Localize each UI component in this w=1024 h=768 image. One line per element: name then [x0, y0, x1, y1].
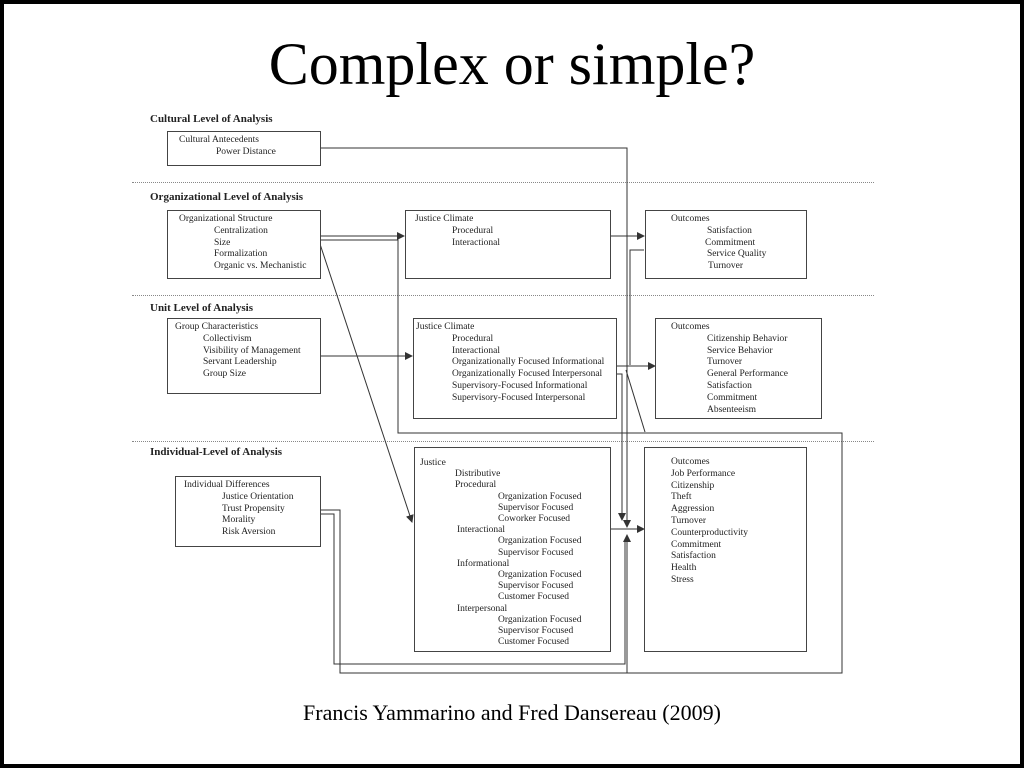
box-cultural-antecedents: Cultural Antecedents Power Distance — [167, 131, 321, 166]
box-item: Supervisory-Focused Informational — [452, 380, 588, 391]
box-item: Supervisory-Focused Interpersonal — [452, 392, 586, 403]
box-heading: Individual Differences — [184, 480, 270, 490]
box-item: Justice Orientation — [222, 491, 294, 502]
box-group-characteristics: Group Characteristics Collectivism Visib… — [167, 318, 321, 394]
box-item: Service Quality — [707, 249, 767, 260]
slide-title: Complex or simple? — [268, 31, 756, 97]
box-item: Informational — [457, 558, 510, 569]
arrow-structure-to-individual-justice — [319, 243, 414, 523]
box-individual-outcomes: Outcomes Job Performance Citizenship The… — [644, 447, 807, 652]
box-organizational-structure: Organizational Structure Centralization … — [167, 210, 321, 279]
box-org-justice-climate: Justice Climate Procedural Interactional — [405, 210, 611, 279]
box-subitem: Supervisor Focused — [498, 626, 574, 637]
box-item: Distributive — [455, 469, 501, 480]
arrow-unit-justice-down — [617, 373, 626, 521]
box-item: Stress — [671, 574, 694, 585]
box-item: Turnover — [671, 515, 707, 526]
box-item: Commitment — [707, 392, 758, 403]
box-item: Interactional — [452, 345, 501, 356]
arrow-unit-justice-diagonal — [625, 369, 646, 433]
level-title-individual: Individual-Level of Analysis — [150, 446, 283, 458]
box-item: Organizationally Focused Informational — [452, 357, 605, 368]
box-item: Group Size — [203, 369, 247, 380]
arrow-differences-loop — [320, 509, 627, 674]
box-unit-outcomes: Outcomes Citizenship Behavior Service Be… — [655, 318, 822, 419]
box-item: Job Performance — [671, 468, 736, 479]
box-item: Service Behavior — [707, 345, 773, 356]
box-item: Collectivism — [203, 333, 252, 344]
box-item: Turnover — [707, 357, 743, 368]
box-unit-justice-climate: Justice Climate Procedural Interactional… — [413, 318, 617, 419]
box-heading: Outcomes — [671, 214, 710, 224]
box-heading: Outcomes — [671, 457, 710, 467]
box-item: Satisfaction — [671, 551, 716, 562]
box-item: Health — [671, 563, 697, 574]
box-subitem: Organization Focused — [498, 614, 582, 625]
box-item: Citizenship — [671, 480, 715, 491]
box-subitem: Customer Focused — [498, 592, 569, 603]
box-subitem: Organization Focused — [498, 491, 582, 502]
box-heading: Organizational Structure — [179, 214, 273, 224]
box-item: Visibility of Management — [203, 345, 301, 356]
level-separator — [132, 295, 874, 296]
box-org-outcomes: Outcomes Satisfaction Commitment Service… — [645, 210, 807, 279]
level-separator — [132, 441, 874, 442]
box-item: Centralization — [214, 225, 268, 236]
box-individual-justice: Justice Distributive Procedural Organiza… — [414, 447, 611, 652]
box-heading: Justice Climate — [416, 322, 475, 332]
box-item: Citizenship Behavior — [707, 333, 788, 344]
box-item: Organizationally Focused Interpersonal — [452, 369, 603, 380]
box-item: Satisfaction — [707, 225, 752, 236]
box-heading: Outcomes — [671, 322, 710, 332]
box-item: Formalization — [214, 249, 268, 260]
box-item: Morality — [222, 515, 256, 526]
box-item: Absenteeism — [707, 404, 757, 415]
box-item: Risk Aversion — [222, 527, 276, 538]
box-item: Counterproductivity — [671, 527, 749, 538]
arrow-org-outcomes-down — [629, 249, 644, 365]
box-item: Interactional — [452, 237, 501, 248]
box-item: Power Distance — [216, 146, 276, 157]
box-item: Aggression — [671, 504, 715, 515]
box-item: Interpersonal — [457, 603, 508, 614]
box-item: General Performance — [707, 369, 788, 380]
box-item: Theft — [671, 492, 692, 503]
box-item: Procedural — [452, 333, 494, 344]
level-title-unit: Unit Level of Analysis — [150, 302, 253, 314]
box-subitem: Supervisor Focused — [498, 581, 574, 592]
box-item: Interactional — [457, 525, 506, 536]
box-item: Turnover — [708, 261, 744, 272]
box-heading: Cultural Antecedents — [179, 135, 259, 145]
box-subitem: Supervisor Focused — [498, 502, 574, 513]
box-subitem: Coworker Focused — [498, 514, 571, 525]
box-heading: Group Characteristics — [175, 322, 259, 332]
box-heading: Justice Climate — [415, 214, 474, 224]
box-item: Procedural — [452, 225, 494, 236]
box-subitem: Supervisor Focused — [498, 547, 574, 558]
level-title-organizational: Organizational Level of Analysis — [150, 191, 304, 203]
box-item: Servant Leadership — [203, 357, 277, 368]
box-item: Satisfaction — [707, 380, 752, 391]
box-item: Trust Propensity — [222, 503, 285, 514]
box-heading: Justice — [420, 458, 446, 468]
box-item: Organic vs. Mechanistic — [214, 261, 307, 272]
level-separator — [132, 182, 874, 183]
box-subitem: Organization Focused — [498, 536, 582, 547]
arrow-cultural-to-individual-outcomes — [320, 147, 631, 528]
box-item: Commitment — [705, 237, 756, 248]
box-item: Size — [214, 237, 231, 248]
box-subitem: Organization Focused — [498, 570, 582, 581]
box-individual-differences: Individual Differences Justice Orientati… — [175, 476, 321, 547]
arrow-differences-loop-inner — [320, 513, 626, 665]
box-subitem: Customer Focused — [498, 637, 569, 648]
slide-caption: Francis Yammarino and Fred Dansereau (20… — [303, 700, 721, 725]
level-title-cultural: Cultural Level of Analysis — [150, 113, 273, 125]
box-item: Procedural — [455, 480, 497, 491]
box-item: Commitment — [671, 539, 722, 550]
